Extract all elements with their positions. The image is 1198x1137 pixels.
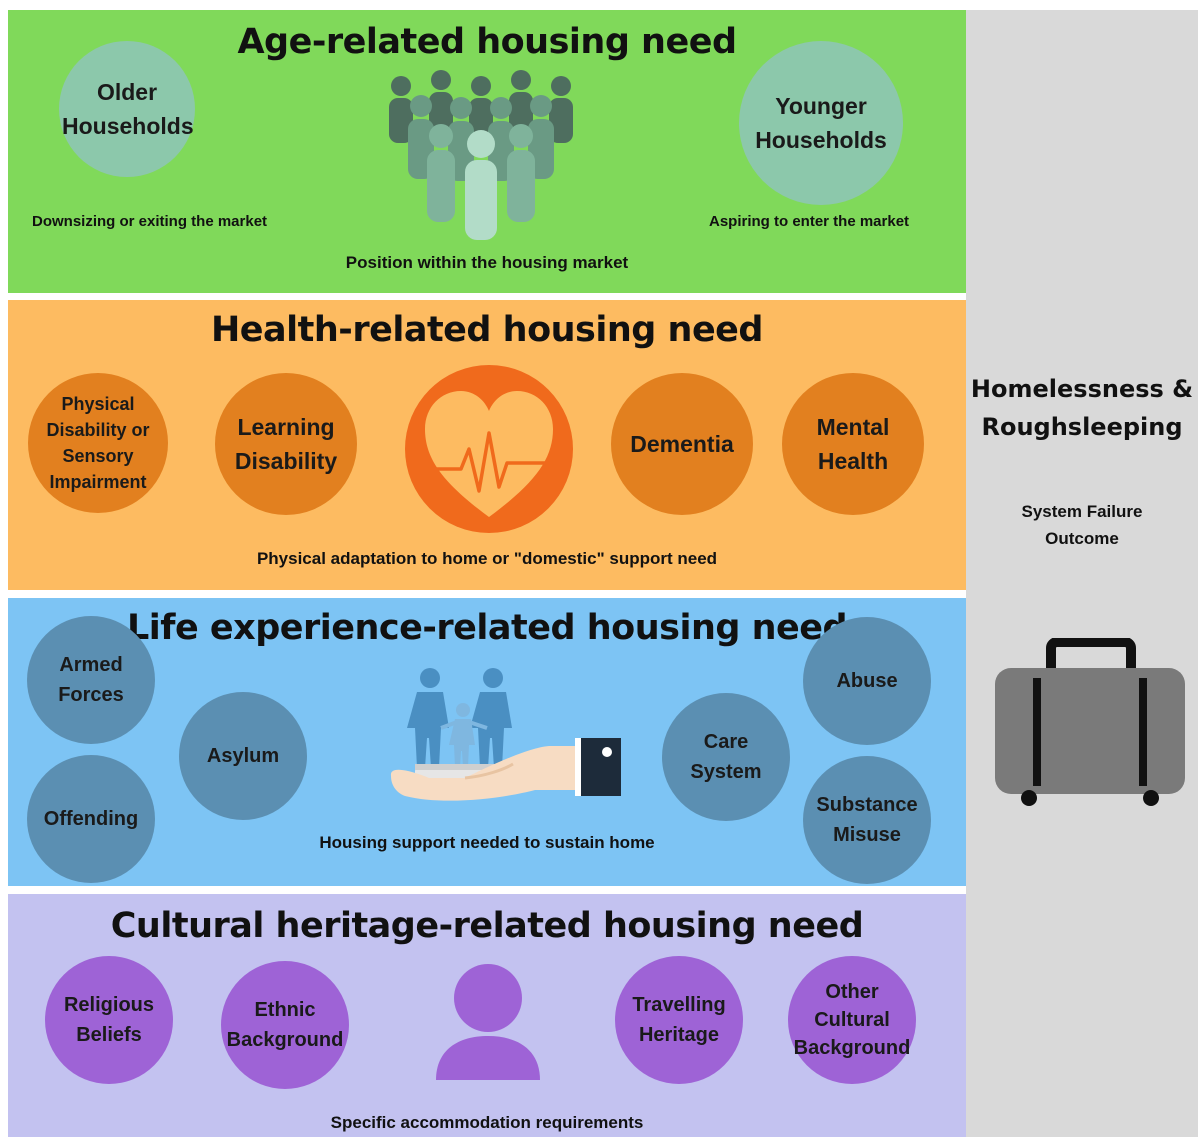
substance-misuse-circle: Substance Misuse <box>803 756 931 884</box>
heart-heartbeat-icon <box>405 365 573 533</box>
homelessness-title: Homelessness & Roughsleeping <box>970 375 1194 441</box>
health-caption: Physical adaptation to home or "domestic… <box>256 549 718 568</box>
religious-beliefs-label: Religious Beliefs <box>63 994 154 1046</box>
culture-band: Cultural heritage-related housing need R… <box>8 894 966 1137</box>
travelling-heritage-label: Travelling Heritage <box>632 994 726 1046</box>
younger-households-circle: Younger Households <box>739 41 903 205</box>
mental-health-circle: Mental Health <box>782 373 924 515</box>
substance-misuse-label: Substance Misuse <box>816 794 918 846</box>
life-title: Life experience-related housing need <box>126 608 848 648</box>
older-households-label: Older Households <box>62 79 194 139</box>
care-system-label: Care System <box>690 731 762 783</box>
learning-disability-label: Learning Disability <box>234 414 338 474</box>
younger-households-label: Younger Households <box>755 93 887 153</box>
ethnic-background-circle: Ethnic Background <box>221 961 349 1089</box>
religious-beliefs-circle: Religious Beliefs <box>45 956 173 1084</box>
hand-holding-family-icon <box>390 668 621 801</box>
care-system-circle: Care System <box>662 693 790 821</box>
offending-label: Offending <box>43 808 139 830</box>
dementia-label: Dementia <box>630 431 734 457</box>
age-band: Age-related housing need Older Household… <box>8 10 966 293</box>
other-cultural-background-circle: Other Cultural Background <box>788 956 916 1084</box>
abuse-label: Abuse <box>836 670 898 692</box>
armed-forces-circle: Armed Forces <box>27 616 155 744</box>
travelling-heritage-circle: Travelling Heritage <box>615 956 743 1084</box>
physical-disability-circle: Physical Disability or Sensory Impairmen… <box>28 373 168 513</box>
person-silhouette-icon <box>436 964 540 1080</box>
age-caption: Position within the housing market <box>345 253 629 272</box>
suitcase-icon <box>995 638 1185 806</box>
mental-health-label: Mental Health <box>816 414 890 474</box>
asylum-label: Asylum <box>206 745 280 767</box>
offending-circle: Offending <box>27 755 155 883</box>
people-crowd-icon <box>389 70 573 240</box>
ethnic-background-label: Ethnic Background <box>226 999 344 1051</box>
age-title: Age-related housing need <box>237 22 737 62</box>
other-cultural-background-label: Other Cultural Background <box>793 981 911 1059</box>
life-band: Life experience-related housing need Arm… <box>8 598 966 886</box>
asylum-circle: Asylum <box>179 692 307 820</box>
abuse-circle: Abuse <box>803 617 931 745</box>
learning-disability-circle: Learning Disability <box>215 373 357 515</box>
outcome-sidebar: Homelessness & Roughsleeping System Fail… <box>966 10 1198 1137</box>
older-households-circle: Older Households <box>59 41 195 177</box>
life-caption: Housing support needed to sustain home <box>319 833 655 852</box>
system-failure-subtitle: System Failure Outcome <box>1021 502 1143 548</box>
armed-forces-label: Armed Forces <box>58 654 124 706</box>
younger-households-caption: Aspiring to enter the market <box>709 213 910 230</box>
culture-title: Cultural heritage-related housing need <box>110 906 864 946</box>
health-title: Health-related housing need <box>211 310 763 350</box>
physical-disability-label: Physical Disability or Sensory Impairmen… <box>46 394 150 492</box>
health-band: Health-related housing need Physical Dis… <box>8 300 966 590</box>
culture-caption: Specific accommodation requirements <box>330 1113 644 1132</box>
older-households-caption: Downsizing or exiting the market <box>32 213 268 230</box>
dementia-circle: Dementia <box>611 373 753 515</box>
